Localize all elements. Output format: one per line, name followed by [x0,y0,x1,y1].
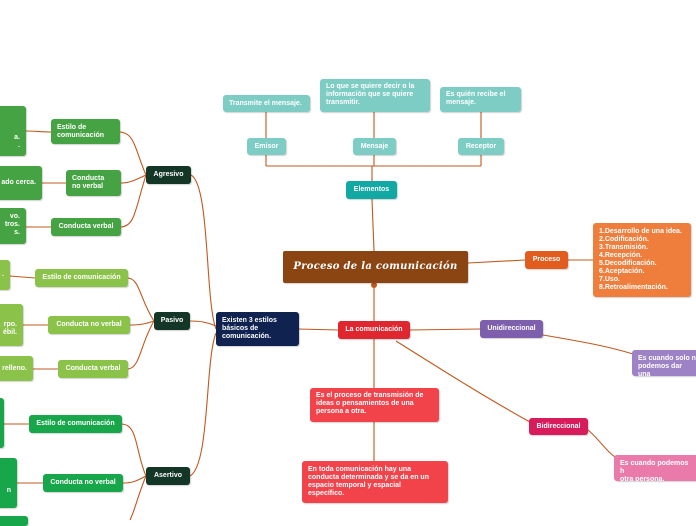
estilos-node[interactable]: Existen 3 estilos básicos de comunicació… [216,312,299,346]
elementos-node[interactable]: Elementos [346,181,397,199]
link-estilos-asertivo [189,332,217,477]
asertivo-node[interactable]: Asertivo [146,467,190,485]
pasivo-conducta-no-verbal[interactable]: Conducta no verbal [48,316,130,334]
link-bidir-desc [587,429,616,458]
link-ase-more [129,475,147,520]
agresivo-conducta-verbal[interactable]: Conducta verbal [51,218,121,236]
pasivo-leaf-verbal[interactable]: relleno. [0,356,33,381]
link-agr-nv [120,174,147,184]
link-agr-estilo [119,131,147,176]
pasivo-conducta-verbal[interactable]: Conducta verbal [58,360,128,378]
la-comunicacion-node[interactable]: La comunicación [338,321,410,339]
proceso-node[interactable]: Proceso [525,251,568,269]
agresivo-leaf-no-verbal[interactable]: ado cerca. [0,166,42,200]
agresivo-node[interactable]: Agresivo [146,166,191,184]
bidireccional-description[interactable]: Es cuando podemos h otra persona. [614,455,696,481]
link-leaf-p1 [9,275,36,279]
link-pas-estilo [127,277,155,322]
link-pas-nv [129,320,155,326]
link-pas-v [127,320,155,370]
link-ase-nv [122,475,147,484]
pasivo-node[interactable]: Pasivo [154,312,190,330]
mensaje-description[interactable]: Lo que se quiere decir o la información … [320,79,430,112]
pasivo-estilo-comunicacion[interactable]: Estilo de comunicación [35,269,128,287]
asertivo-estilo-comunicacion[interactable]: Estilo de comunicación [29,415,122,433]
agresivo-conducta-no-verbal[interactable]: Conducta no verbal [66,170,121,196]
receptor-description[interactable]: Es quién recibe el mensaje. [440,87,521,112]
central-title-node[interactable]: Proceso de la comunicación [283,251,468,283]
agresivo-leaf-estilo[interactable]: a. . [0,106,26,156]
link-elementos-bar [266,165,481,181]
link-com-estilos [297,328,339,331]
link-ase-estilo [121,423,147,477]
unidireccional-description[interactable]: Es cuando solo n podemos dar una [632,350,696,376]
link-com-unidir [409,328,481,331]
bidireccional-node[interactable]: Bidireccional [529,418,588,435]
definicion-node[interactable]: Es el proceso de transmisión de ideas o … [310,388,439,422]
link-estilos-pasivo [189,320,217,327]
asertivo-leaf-no-verbal[interactable]: n [0,458,17,508]
link-agr-v [120,174,147,228]
emisor-description[interactable]: Transmite el mensaje. [223,95,310,112]
mensaje-node[interactable]: Mensaje [353,138,396,155]
link-unidir-desc [542,334,634,355]
asertivo-leaf-estilo[interactable] [0,398,4,448]
link-estilos-agresivo [190,174,217,330]
link-title-elementos [371,198,375,252]
pasivo-leaf-estilo[interactable]: . [0,260,10,290]
agresivo-estilo-comunicacion[interactable]: Estilo de comunicación [51,119,120,144]
pasivo-leaf-no-verbal[interactable]: rpo. ébil. [0,304,23,346]
unidireccional-node[interactable]: Unidireccional [480,320,543,338]
agresivo-leaf-verbal[interactable]: vo. tros. s. [0,208,26,244]
link-com-bidir [395,340,531,423]
asertivo-conducta-no-verbal[interactable]: Conducta no verbal [43,474,123,492]
link-title-proceso [467,259,526,264]
conducta-description[interactable]: En toda comunicación hay una conducta de… [302,461,448,503]
connector-dot [371,282,377,288]
receptor-node[interactable]: Receptor [458,138,504,155]
link-leaf-a1 [25,130,52,133]
proceso-steps[interactable]: 1.Desarrollo de una idea. 2.Codificación… [593,223,691,297]
emisor-node[interactable]: Emisor [247,138,286,155]
asertivo-leaf-more[interactable] [0,516,28,526]
